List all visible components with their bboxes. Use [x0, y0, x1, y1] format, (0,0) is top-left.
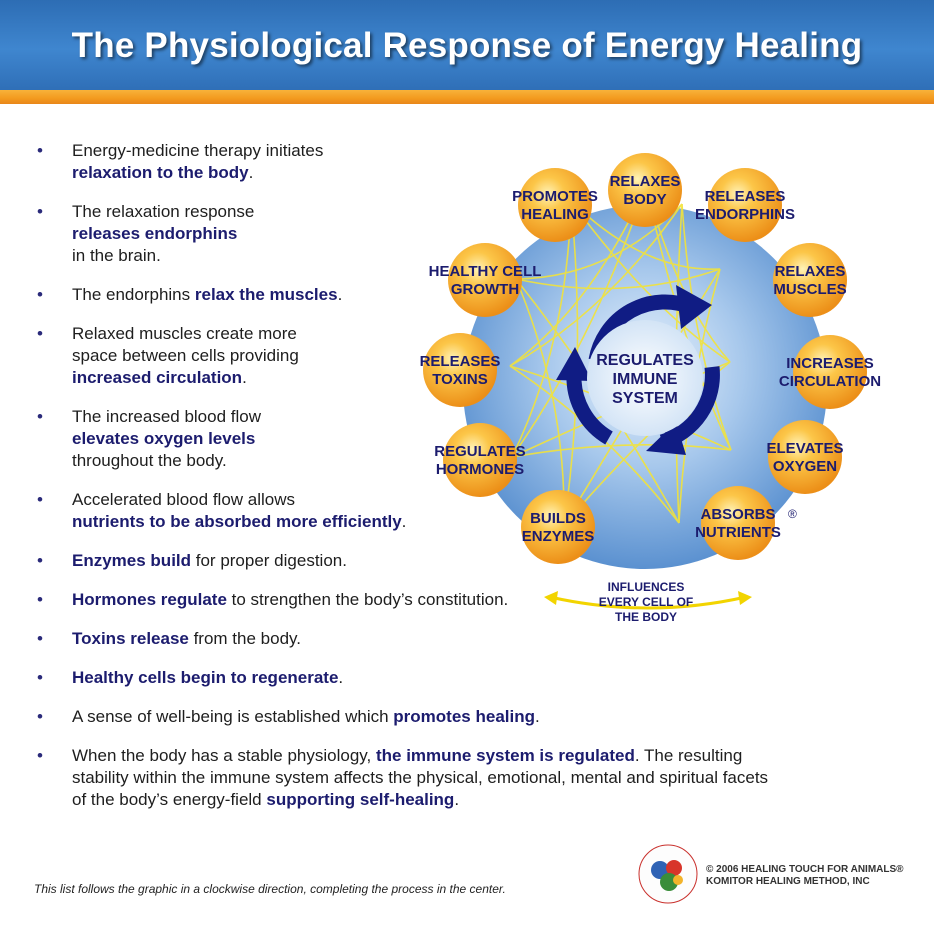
node-circle: [423, 333, 497, 407]
bullet-icon: •: [37, 590, 43, 609]
influences-arrow-icon: [549, 595, 747, 610]
page-title: The Physiological Response of Energy Hea…: [71, 26, 863, 65]
web-line: [515, 268, 721, 290]
node-circle: [708, 168, 782, 242]
node-label: MUSCLES: [773, 281, 846, 298]
web-line: [511, 444, 732, 458]
bullet-icon: •: [37, 285, 43, 304]
footer-note: This list follows the graphic in a clock…: [34, 882, 506, 896]
bullet-icon: •: [37, 746, 43, 765]
list-item: • Toxins release from the body.: [37, 629, 301, 648]
influences-arrowhead-right: [738, 591, 752, 605]
center-label-line: REGULATES: [596, 352, 694, 369]
list-item: • When the body has a stable physiology,…: [37, 746, 769, 809]
node-label: REGULATES: [434, 443, 525, 460]
bullet-icon: •: [37, 707, 43, 726]
bullet-icon: •: [37, 490, 43, 509]
influences-line-1: INFLUENCES: [608, 580, 685, 594]
node-label: HORMONES: [436, 461, 524, 478]
bullet-icon: •: [37, 407, 43, 426]
node-label: ENDORPHINS: [695, 206, 795, 223]
bullet-icon: •: [37, 141, 43, 160]
node-circle: [608, 153, 682, 227]
registered-mark: ®: [788, 507, 797, 521]
node-circle: [448, 243, 522, 317]
node-label: GROWTH: [451, 281, 519, 298]
node-label: ENZYMES: [522, 528, 595, 545]
list-item: • Enzymes build for proper digestion.: [37, 551, 347, 570]
node-circle: [518, 168, 592, 242]
node-label: HEALTHY CELL: [429, 263, 542, 280]
node-label: RELAXES: [775, 263, 846, 280]
node-circle: [701, 486, 775, 560]
node-label: RELEASES: [705, 188, 786, 205]
list-item: • Hormones regulate to strengthen the bo…: [37, 590, 509, 609]
list-item: • Energy-medicine therapy initiates rela…: [37, 141, 324, 182]
list-item: • The increased blood flow elevates oxyg…: [37, 407, 262, 470]
web-line: [681, 203, 732, 451]
node-label: INCREASES: [786, 355, 874, 372]
node-circle: [443, 423, 517, 497]
node-circle: [793, 335, 867, 409]
copyright: © 2006 HEALING TOUCH FOR ANIMALS® KOMITO…: [706, 864, 904, 887]
center-label-line: SYSTEM: [612, 390, 678, 407]
node-circle: [521, 490, 595, 564]
header-stripe: [0, 90, 934, 104]
bullet-icon: •: [37, 668, 43, 687]
list-item: • The endorphins relax the muscles.: [37, 285, 343, 304]
node-label: BUILDS: [530, 510, 586, 527]
web-line: [570, 200, 731, 363]
node-label: PROMOTES: [512, 188, 598, 205]
center-label: REGULATES IMMUNE SYSTEM: [587, 320, 703, 436]
bullet-icon: •: [37, 551, 43, 570]
bullet-list: • Energy-medicine therapy initiates rela…: [34, 140, 894, 811]
node-label: NUTRIENTS: [695, 524, 781, 541]
node-label: OXYGEN: [773, 458, 837, 475]
node-circle: [773, 243, 847, 317]
list-item: • Healthy cells begin to regenerate.: [37, 668, 344, 687]
node-circle: [768, 420, 842, 494]
node-label: ELEVATES: [767, 440, 844, 457]
center-circle: [587, 320, 703, 436]
influences-arrowhead-left: [544, 591, 558, 605]
node-label: BODY: [623, 191, 666, 208]
list-item: • Relaxed muscles create more space betw…: [37, 324, 299, 387]
center-label-line: IMMUNE: [613, 371, 678, 388]
bullet-icon: •: [37, 202, 43, 221]
node-label: CIRCULATION: [779, 373, 881, 390]
bullet-icon: •: [37, 324, 43, 343]
list-item: • Accelerated blood flow allows nutrient…: [37, 490, 407, 531]
web-line: [509, 203, 683, 367]
bullet-icon: •: [37, 629, 43, 648]
node-label: HEALING: [521, 206, 589, 223]
node-label: RELEASES: [420, 353, 501, 370]
node-label: TOXINS: [432, 371, 488, 388]
healing-touch-logo: [638, 844, 698, 904]
list-item: • The relaxation response releases endor…: [37, 202, 255, 265]
node-label: ABSORBS: [700, 506, 775, 523]
influences-line-3: THE BODY: [615, 610, 677, 624]
list-item: • A sense of well-being is established w…: [37, 707, 540, 726]
influences-line-2: EVERY CELL OF: [599, 595, 693, 609]
header-banner: [0, 0, 934, 90]
node-label: RELAXES: [610, 173, 681, 190]
